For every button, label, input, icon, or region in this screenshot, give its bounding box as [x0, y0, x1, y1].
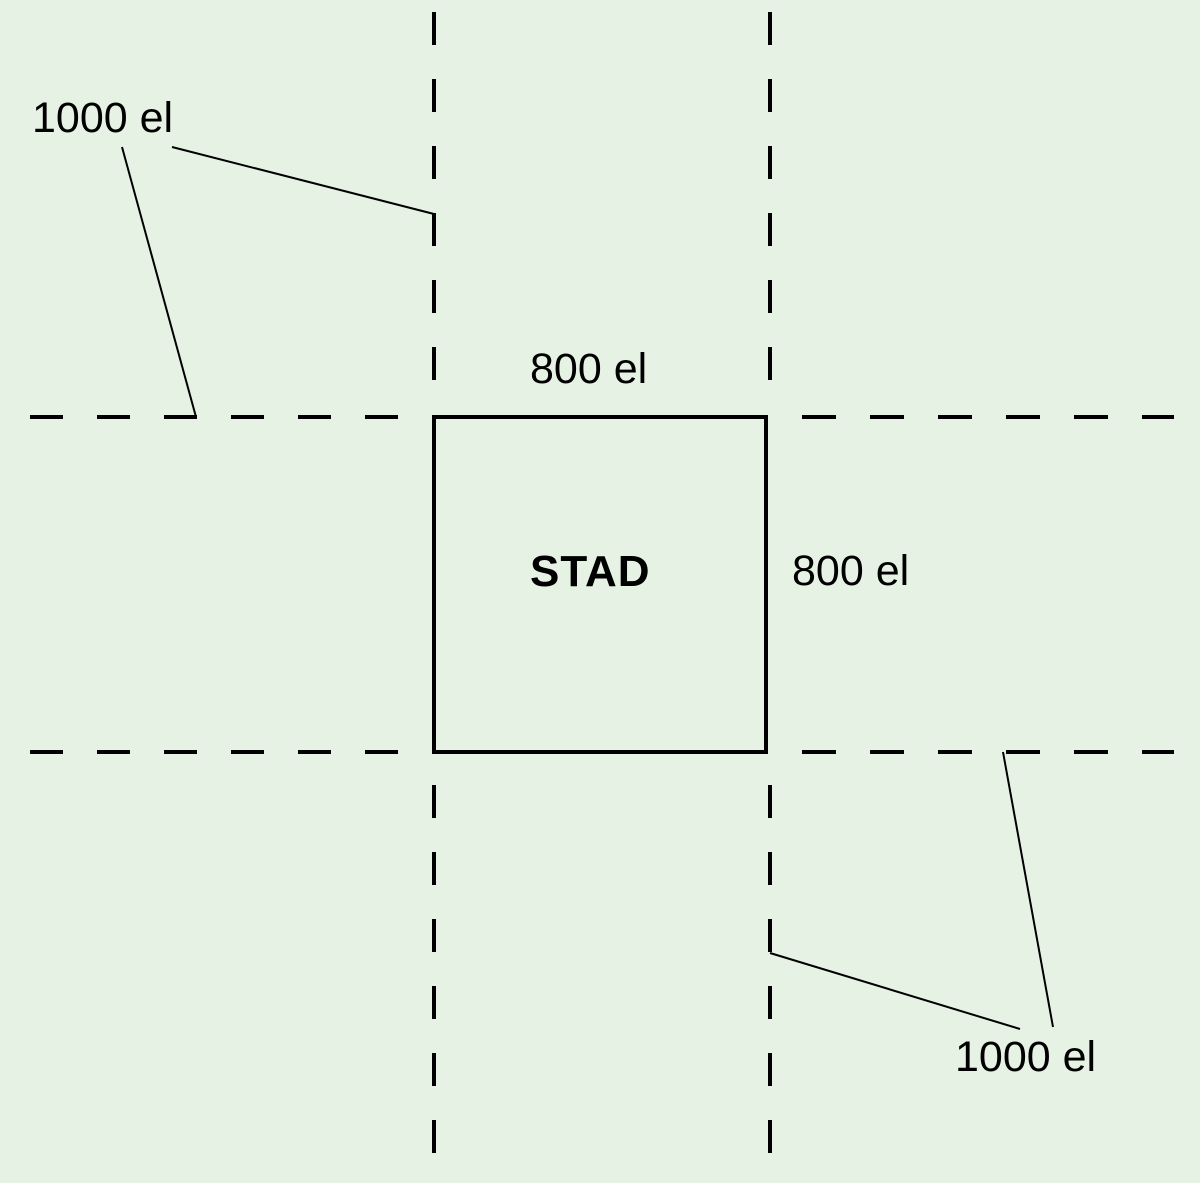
leader-line-top-left-b: [171, 146, 435, 215]
distance-label-top-left: 1000 el: [32, 94, 174, 142]
width-label-top: 800 el: [530, 345, 648, 393]
leader-line-bottom-right-b: [769, 952, 1021, 1030]
leader-line-bottom-right-a: [1002, 751, 1054, 1028]
stadium-label: STAD: [530, 547, 651, 596]
stadium-square: [432, 415, 768, 754]
distance-label-bottom-right: 1000 el: [955, 1033, 1097, 1081]
height-label-right: 800 el: [792, 547, 910, 595]
leader-line-top-left-a: [121, 146, 197, 418]
